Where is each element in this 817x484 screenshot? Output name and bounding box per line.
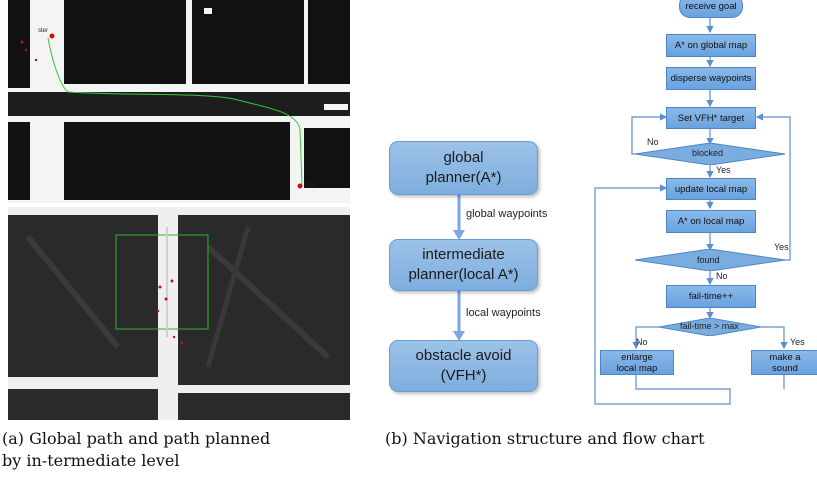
- global-planner-box: global planner(A*): [389, 141, 538, 195]
- set-vfh-target-node: Set VFH* target: [666, 107, 756, 129]
- global-path-map: ster end: [8, 0, 350, 203]
- map-start-label: ster: [38, 28, 49, 34]
- blocked-decision-label: blocked: [692, 148, 724, 158]
- hier-arrow-2-head: [453, 331, 465, 341]
- found-decision: [635, 249, 785, 271]
- blocked-no-label: No: [647, 137, 659, 147]
- found-yes-label: Yes: [774, 242, 789, 252]
- global-waypoints-label: global waypoints: [466, 208, 548, 220]
- blocked-yes-label: Yes: [716, 165, 731, 175]
- astar-global-node: A* on global map: [666, 34, 756, 57]
- make-sound-node: make a sound: [751, 350, 817, 375]
- map-end-label: end: [306, 182, 317, 188]
- fail-check-label: fail-time > max: [680, 321, 739, 331]
- blocked-decision: [635, 143, 785, 165]
- caption-a: (a) Global path and path planned by in-t…: [2, 429, 271, 470]
- fail-time-node: fail-time++: [666, 285, 756, 308]
- receive-goal-node: receive goal: [679, 0, 743, 18]
- intermediate-map: [8, 207, 350, 420]
- hier-arrow-1-head: [453, 230, 465, 240]
- enlarge-local-map-node: enlarge local map: [600, 350, 674, 375]
- fail-yes-label: Yes: [790, 337, 805, 347]
- obstacle-avoid-box: obstacle avoid (VFH*): [389, 340, 538, 392]
- found-decision-label: found: [697, 255, 720, 265]
- astar-local-node: A* on local map: [666, 210, 756, 233]
- fail-no-label: No: [636, 337, 648, 347]
- update-local-map-node: update local map: [666, 178, 756, 200]
- caption-b: (b) Navigation structure and flow chart: [385, 429, 705, 448]
- local-waypoints-label: local waypoints: [466, 307, 541, 319]
- disperse-waypoints-node: disperse waypoints: [666, 67, 756, 90]
- fail-check-decision: [659, 318, 761, 336]
- found-no-label: No: [716, 271, 728, 281]
- intermediate-planner-box: intermediate planner(local A*): [389, 239, 538, 291]
